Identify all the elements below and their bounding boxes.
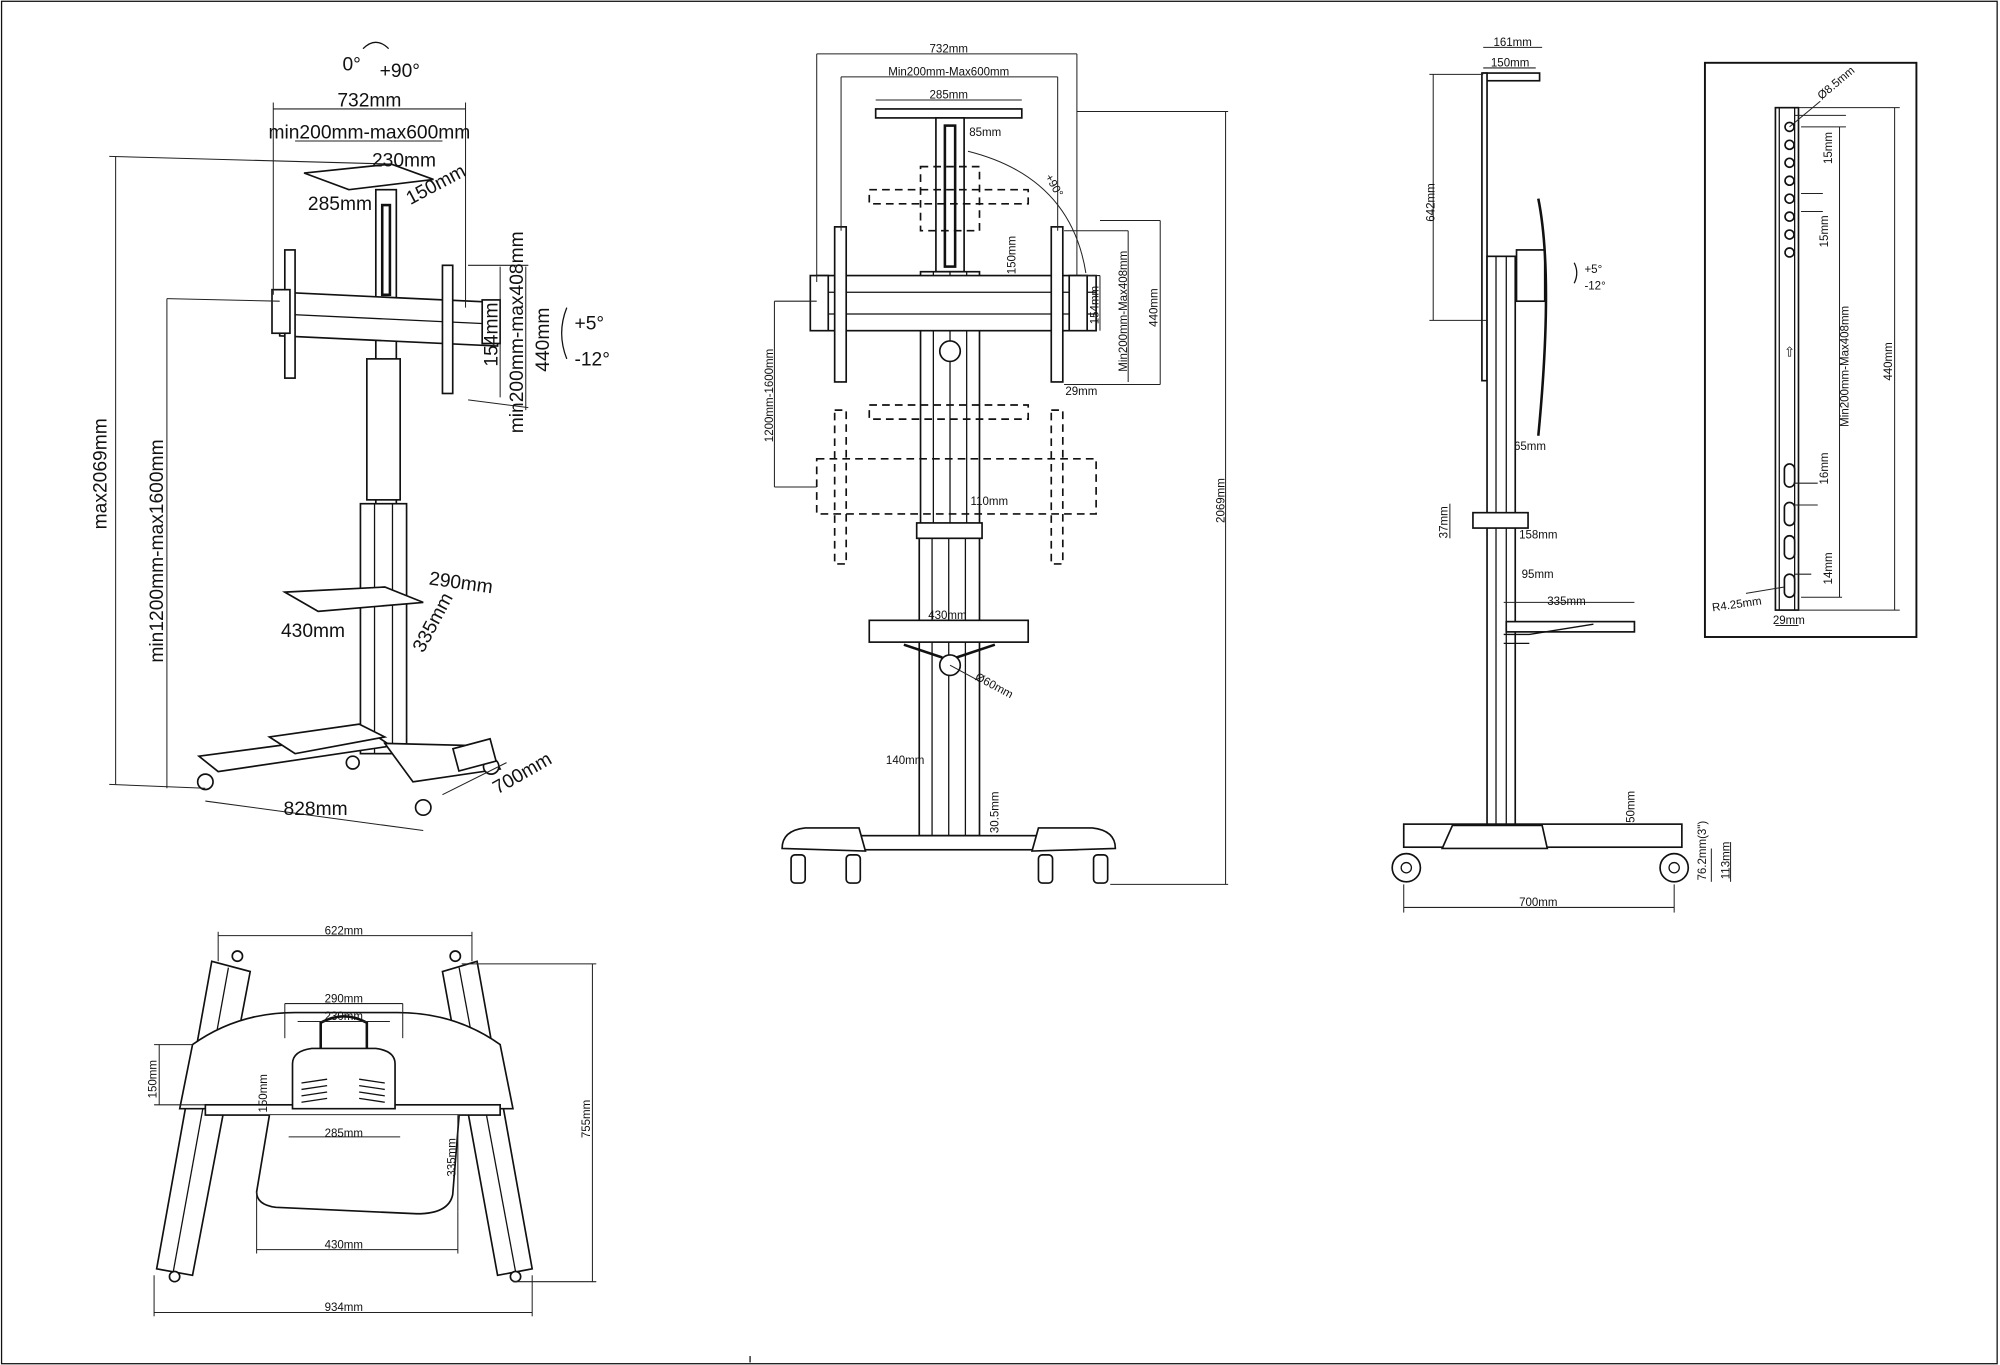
label-shelf-290: 290mm — [325, 993, 363, 1005]
label-tilt-up: +5° — [574, 313, 604, 334]
perspective-view: 0° +90° 732mm min200mm-max600mm 230mm 28… — [91, 41, 610, 832]
label-dim-154: 154mm — [1090, 286, 1102, 324]
vent-slots — [301, 1078, 385, 1103]
label-tilt-down: -12° — [1584, 281, 1605, 293]
label-dim-65: 65mm — [1514, 441, 1546, 453]
label-rotation: +90° — [1042, 172, 1064, 199]
label-shelf-430: 430mm — [928, 610, 966, 622]
label-dim-150-inner: 150mm — [258, 1074, 270, 1112]
label-vesa-height: min200mm-max408mm — [507, 231, 528, 433]
label-spacing-15a: 15mm — [1823, 132, 1835, 164]
label-height-range: min1200mm-max1600mm — [147, 439, 168, 662]
label-dim-113: 113mm — [1720, 842, 1732, 880]
label-rotation-end: +90° — [380, 61, 420, 82]
label-dim-440: 440mm — [1883, 342, 1895, 380]
label-dim-150: 150mm — [1491, 58, 1529, 70]
label-height-154: 154mm — [482, 302, 503, 366]
label-plate-285: 285mm — [308, 194, 372, 215]
label-tilt-down: -12° — [574, 349, 609, 370]
label-dim-150-left: 150mm — [148, 1060, 160, 1098]
label-tilt-up: +5° — [1584, 264, 1602, 276]
label-depth-755: 755mm — [581, 1100, 593, 1138]
label-hole-diameter: Ø8.5mm — [1816, 65, 1858, 103]
label-slot-16: 16mm — [1819, 452, 1831, 484]
label-shelf-230: 230mm — [325, 1011, 363, 1023]
label-plate-230: 230mm — [372, 151, 436, 172]
label-plate-285: 285mm — [930, 90, 968, 102]
up-arrow-icon: ⇧ — [1784, 344, 1795, 359]
label-dim-50: 50mm — [1625, 791, 1637, 823]
label-slot-14: 14mm — [1823, 552, 1835, 584]
label-shelf-285: 285mm — [325, 1128, 363, 1140]
label-dim-30-5: 30.5mm — [990, 791, 1002, 833]
label-spacing-15b: 15mm — [1819, 215, 1831, 247]
label-dim-642: 642mm — [1425, 183, 1437, 221]
front-view: 732mm Min200mm-Max600mm 285mm 85mm +90° … — [764, 44, 1229, 885]
label-width-total: 732mm — [337, 90, 401, 111]
tilt-arrow-icon — [561, 307, 568, 360]
label-rotation-start: 0° — [342, 54, 360, 75]
label-base-700: 700mm — [1519, 897, 1557, 909]
label-dim-29: 29mm — [1065, 386, 1097, 398]
label-height-range: 1200mm-1600mm — [764, 349, 776, 442]
label-base-depth: 700mm — [490, 749, 556, 799]
label-slot-radius: R4.25mm — [1711, 596, 1762, 615]
label-dim-85: 85mm — [969, 127, 1001, 139]
label-dim-440: 440mm — [1149, 288, 1161, 326]
label-base-width: 828mm — [284, 799, 348, 820]
label-height-total: 2069mm — [1215, 478, 1227, 523]
tilt-arrow-icon — [1573, 262, 1578, 284]
label-shelf-430: 430mm — [281, 621, 345, 642]
label-shelf-335: 335mm — [1547, 596, 1585, 608]
rotation-arrow-icon — [362, 41, 390, 50]
label-dim-110: 110mm — [971, 496, 1009, 508]
label-dim-37: 37mm — [1438, 506, 1450, 538]
label-vesa-height: Min200mm-Max408mm — [1118, 251, 1130, 372]
label-dim-95: 95mm — [1522, 569, 1554, 581]
label-vesa-height: Min200mm-Max408mm — [1839, 306, 1851, 427]
label-max-height: max2069mm — [91, 418, 112, 529]
side-view: 161mm 150mm 642mm +5° -12° 65mm 37mm 158… — [1391, 37, 1732, 913]
label-width-934: 934mm — [325, 1302, 363, 1314]
label-dim-158: 158mm — [1519, 529, 1557, 541]
label-vesa-width: min200mm-max600mm — [268, 122, 470, 143]
label-shelf-430: 430mm — [325, 1239, 363, 1251]
label-width-total: 732mm — [930, 44, 968, 56]
label-height-440: 440mm — [533, 308, 554, 372]
top-view: 622mm 290mm 230mm 150mm 150mm 285mm 335m… — [148, 925, 597, 1317]
label-vesa-width: Min200mm-Max600mm — [888, 67, 1009, 79]
label-dim-161: 161mm — [1493, 37, 1531, 49]
label-wheel-size: 76.2mm(3") — [1697, 821, 1709, 881]
label-dim-140: 140mm — [886, 755, 924, 767]
label-shelf-335: 335mm — [446, 1138, 458, 1176]
label-width-622: 622mm — [325, 925, 363, 937]
label-width-29: 29mm — [1773, 615, 1805, 627]
bracket-detail: ⇧ Ø8.5mm 15mm 15mm Min200mm-Max408mm 440… — [1703, 61, 1918, 638]
label-dim-150: 150mm — [1006, 236, 1018, 274]
